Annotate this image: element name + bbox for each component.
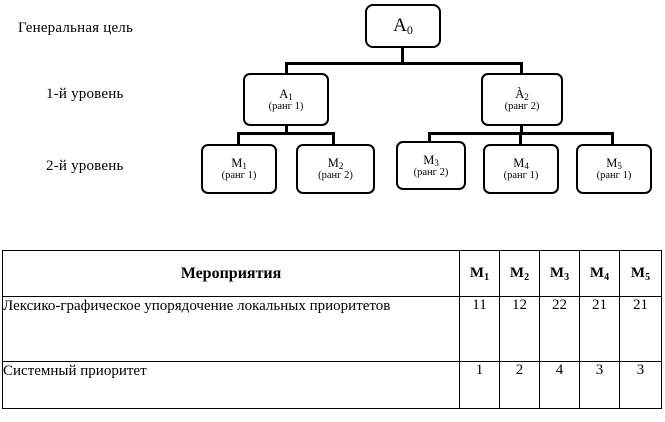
cell-sys-m2: 2 — [499, 361, 540, 409]
level-label-goal: Генеральная цель — [18, 20, 134, 36]
column-header-m4: M4 — [579, 250, 620, 297]
node-m5[interactable]: M5 (ранг 1) — [576, 144, 652, 194]
node-m5-label: M5 — [606, 156, 622, 172]
connector-a2-drop — [520, 62, 523, 75]
cell-lex-m1: 11 — [459, 296, 500, 362]
column-header-measures-name: Мероприятия — [2, 250, 460, 297]
column-header-m1: M1 — [459, 250, 500, 297]
node-m3-label: M3 — [423, 152, 439, 168]
node-m4-rank: (ранг 1) — [503, 170, 539, 182]
level-label-first: 1-й уровень — [46, 86, 124, 102]
node-a0[interactable]: A0 — [365, 4, 441, 48]
node-a2-rank: (ранг 2) — [504, 100, 540, 112]
node-a1-label: A1 — [279, 86, 293, 102]
node-m2-rank: (ранг 2) — [318, 170, 353, 182]
connector-m4-drop — [519, 132, 522, 146]
node-a1-rank: (ранг 1) — [268, 100, 304, 112]
column-header-m5: M5 — [619, 250, 662, 297]
node-m4-label: M4 — [513, 156, 529, 172]
level-label-second: 2-й уровень — [46, 158, 124, 174]
node-m2[interactable]: M2 (ранг 2) — [296, 144, 375, 194]
node-m1-rank: (ранг 1) — [221, 170, 257, 182]
hierarchy-diagram: Генеральная цель 1-й уровень 2-й уровень… — [18, 4, 652, 194]
cell-lex-m3: 22 — [539, 296, 580, 362]
cell-sys-m5: 3 — [619, 361, 662, 409]
connector-m1-drop — [237, 132, 240, 146]
node-m3-rank: (ранг 2) — [413, 166, 449, 178]
column-header-m2: M2 — [499, 250, 540, 297]
connector-a1-stem — [285, 125, 288, 135]
cell-lex-m2: 12 — [499, 296, 540, 362]
node-a1[interactable]: A1 (ранг 1) — [243, 73, 329, 126]
node-m1-label: M1 — [231, 156, 247, 172]
node-m4[interactable]: M4 (ранг 1) — [483, 144, 559, 194]
cell-lex-m4: 21 — [579, 296, 620, 362]
row-label-system-priority: Системный приоритет — [2, 361, 460, 409]
cell-sys-m1: 1 — [459, 361, 500, 409]
cell-sys-m4: 3 — [579, 361, 620, 409]
connector-a2-stem — [520, 125, 523, 135]
connector-a1-drop — [285, 62, 288, 75]
row-label-lexicographic: Лексико-графическое упорядочение локальн… — [2, 296, 460, 362]
table-row: Системный приоритет 1 2 4 3 3 — [2, 361, 662, 409]
cell-sys-m3: 4 — [539, 361, 580, 409]
priority-table: Мероприятия M1 M2 M3 M4 M5 Лексико-графи… — [2, 250, 662, 409]
connector-m1m2-bar — [237, 132, 335, 135]
node-a2-label: À2 — [515, 86, 529, 102]
connector-level1-bar — [285, 62, 523, 65]
column-header-m3: M3 — [539, 250, 580, 297]
table-header-row: Мероприятия M1 M2 M3 M4 M5 — [2, 250, 662, 297]
connector-m2-drop — [332, 132, 335, 146]
connector-m5-drop — [611, 132, 614, 146]
node-m3[interactable]: M3 (ранг 2) — [396, 141, 466, 190]
connector-a0-stem — [401, 47, 404, 65]
node-m2-label: M2 — [327, 156, 344, 172]
cell-lex-m5: 21 — [619, 296, 662, 362]
node-a2[interactable]: À2 (ранг 2) — [481, 73, 563, 126]
node-a0-label: A0 — [393, 15, 413, 38]
node-m5-rank: (ранг 1) — [596, 170, 632, 182]
table-row: Лексико-графическое упорядочение локальн… — [2, 296, 662, 362]
node-m1[interactable]: M1 (ранг 1) — [201, 144, 277, 194]
connector-m3-drop — [428, 132, 431, 144]
